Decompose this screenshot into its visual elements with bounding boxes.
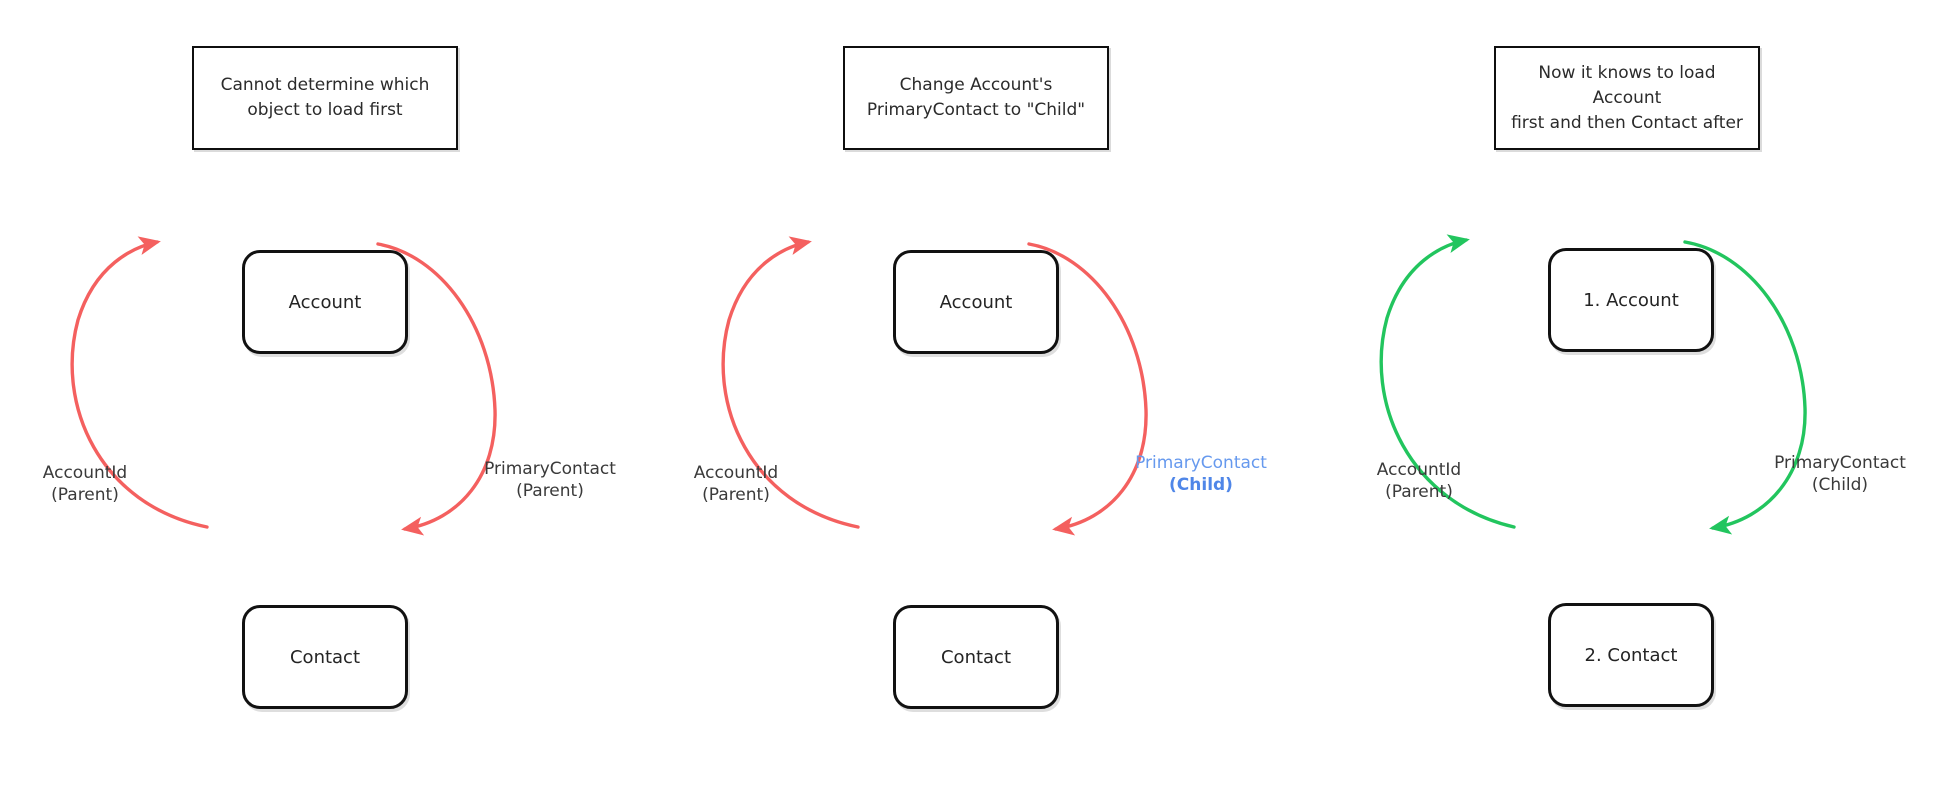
edge-label-line1: AccountId (693, 463, 779, 483)
arrow-primarycontact (1027, 242, 1148, 536)
caption-text: Now it knows to load Account first and t… (1511, 62, 1743, 133)
arrow-accountid (1379, 234, 1516, 529)
node-contact[interactable]: Contact (893, 605, 1059, 709)
node-label: Contact (289, 646, 361, 668)
arrow-accountid (70, 236, 209, 529)
panel-problem: Cannot determine which object to load fi… (0, 0, 650, 800)
panel-change: Change Account's PrimaryContact to "Chil… (651, 0, 1301, 800)
edge-label-primarycontact: PrimaryContact (Parent) (460, 458, 640, 502)
caption-text: Cannot determine which object to load fi… (220, 75, 430, 120)
edge-label-line1: PrimaryContact (1774, 453, 1906, 473)
edge-label-line1: PrimaryContact (1135, 453, 1267, 473)
node-label: 1. Account (1583, 289, 1679, 311)
edge-label-line2: (Parent) (516, 481, 584, 501)
edge-label-line2: (Parent) (1385, 482, 1453, 502)
node-account[interactable]: Account (242, 250, 408, 354)
edge-label-line1: AccountId (1376, 460, 1462, 480)
edge-label-line1: PrimaryContact (484, 459, 616, 479)
caption-box: Change Account's PrimaryContact to "Chil… (843, 46, 1109, 150)
cycle-arrows (1379, 234, 1807, 535)
node-label: Account (288, 291, 362, 313)
cycle-arrows (721, 236, 1148, 536)
caption-text: Change Account's PrimaryContact to "Chil… (866, 75, 1086, 120)
node-label: 2. Contact (1584, 644, 1678, 666)
node-label: Account (939, 291, 1013, 313)
edge-label-accountid: AccountId (Parent) (661, 462, 811, 506)
edge-label-accountid: AccountId (Parent) (10, 462, 160, 506)
caption-box: Now it knows to load Account first and t… (1494, 46, 1760, 150)
edge-label-line2: (Parent) (51, 485, 119, 505)
node-contact[interactable]: Contact (242, 605, 408, 709)
edge-label-primarycontact: PrimaryContact (Child) (1111, 452, 1291, 496)
edge-label-line2: (Child) (1811, 475, 1869, 495)
node-contact[interactable]: 2. Contact (1548, 603, 1714, 707)
node-account[interactable]: 1. Account (1548, 248, 1714, 352)
caption-box: Cannot determine which object to load fi… (192, 46, 458, 150)
edge-label-primarycontact: PrimaryContact (Child) (1750, 452, 1930, 496)
edge-label-line2: (Child) (1169, 475, 1233, 495)
node-label: Contact (940, 646, 1012, 668)
arrow-primarycontact (1683, 240, 1807, 535)
arrow-accountid (721, 236, 860, 529)
panel-resolved: Now it knows to load Account first and t… (1302, 0, 1952, 800)
edge-label-line1: AccountId (42, 463, 128, 483)
cycle-arrows (70, 236, 497, 536)
arrow-primarycontact (376, 242, 497, 536)
node-account[interactable]: Account (893, 250, 1059, 354)
edge-label-line2: (Parent) (702, 485, 770, 505)
edge-label-accountid: AccountId (Parent) (1344, 459, 1494, 503)
